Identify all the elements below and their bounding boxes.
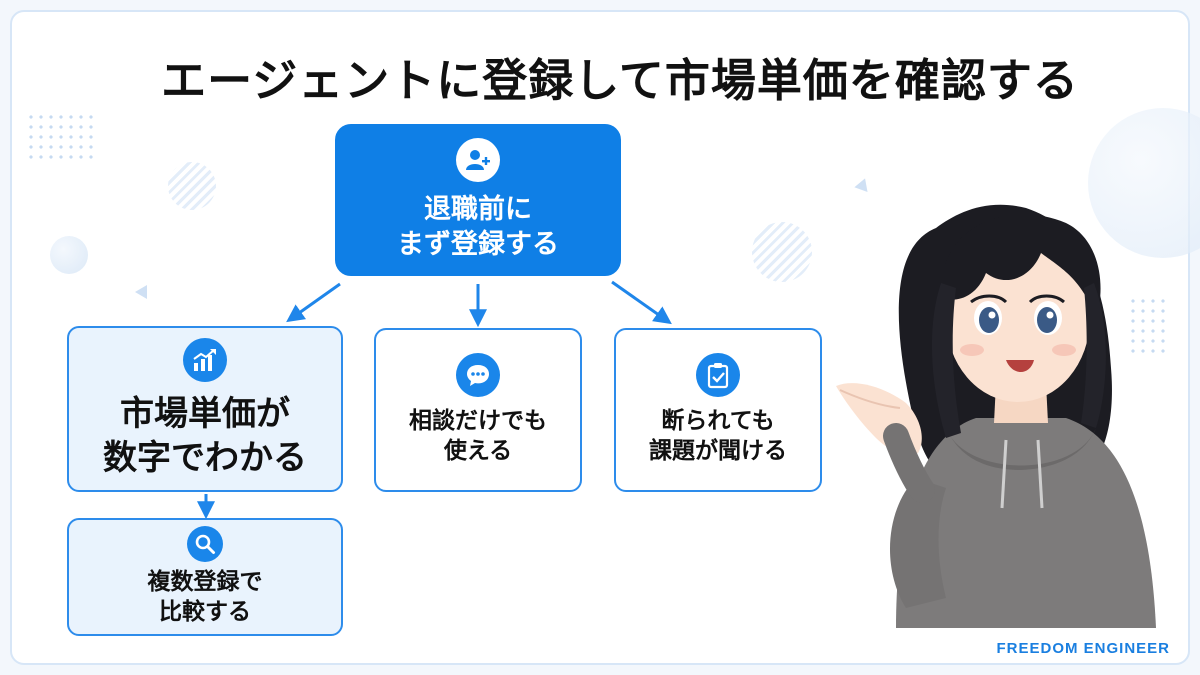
node-line1: 複数登録で [147, 569, 263, 596]
dot-pattern [26, 112, 96, 162]
arrow-to-market [286, 282, 341, 323]
node-line1: 断られても [661, 408, 775, 435]
node-hear-issues: 断られても 課題が聞ける [614, 328, 822, 492]
brand-logo-text: FREEDOM ENGINEER [996, 640, 1170, 657]
chart-up-icon [183, 337, 227, 382]
node-register-before-resign: 退職前に まず登録する [335, 124, 621, 276]
page-title: エージェントに登録して市場単価を確認する [161, 54, 1079, 107]
large-bubble-decoration [1088, 108, 1200, 258]
node-line2: 使える [443, 438, 513, 464]
node-line1: 市場単価が [120, 393, 290, 434]
search-icon [187, 526, 223, 563]
arrow-to-feedback [611, 280, 672, 325]
node-consult-only: 相談だけでも 使える [374, 328, 582, 492]
clipboard-check-icon [696, 353, 740, 398]
node-line2: 比較する [159, 599, 251, 625]
node-line2: 数字でわかる [103, 438, 307, 478]
user-add-icon [456, 137, 500, 182]
character-illustration [836, 204, 1156, 628]
node-line2: まず登録する [397, 229, 559, 260]
striped-circle-decoration-right [752, 222, 812, 282]
node-market-price: 市場単価が 数字でわかる [67, 326, 343, 492]
chat-bubble-icon [456, 353, 500, 398]
node-compare-multiple: 複数登録で 比較する [67, 518, 343, 636]
node-line1: 退職前に [424, 193, 532, 225]
bubble-decoration [50, 236, 88, 274]
node-line2: 課題が聞ける [649, 438, 787, 464]
node-line1: 相談だけでも [409, 408, 547, 435]
dot-pattern-right [1128, 296, 1168, 356]
striped-circle-decoration [168, 162, 216, 210]
